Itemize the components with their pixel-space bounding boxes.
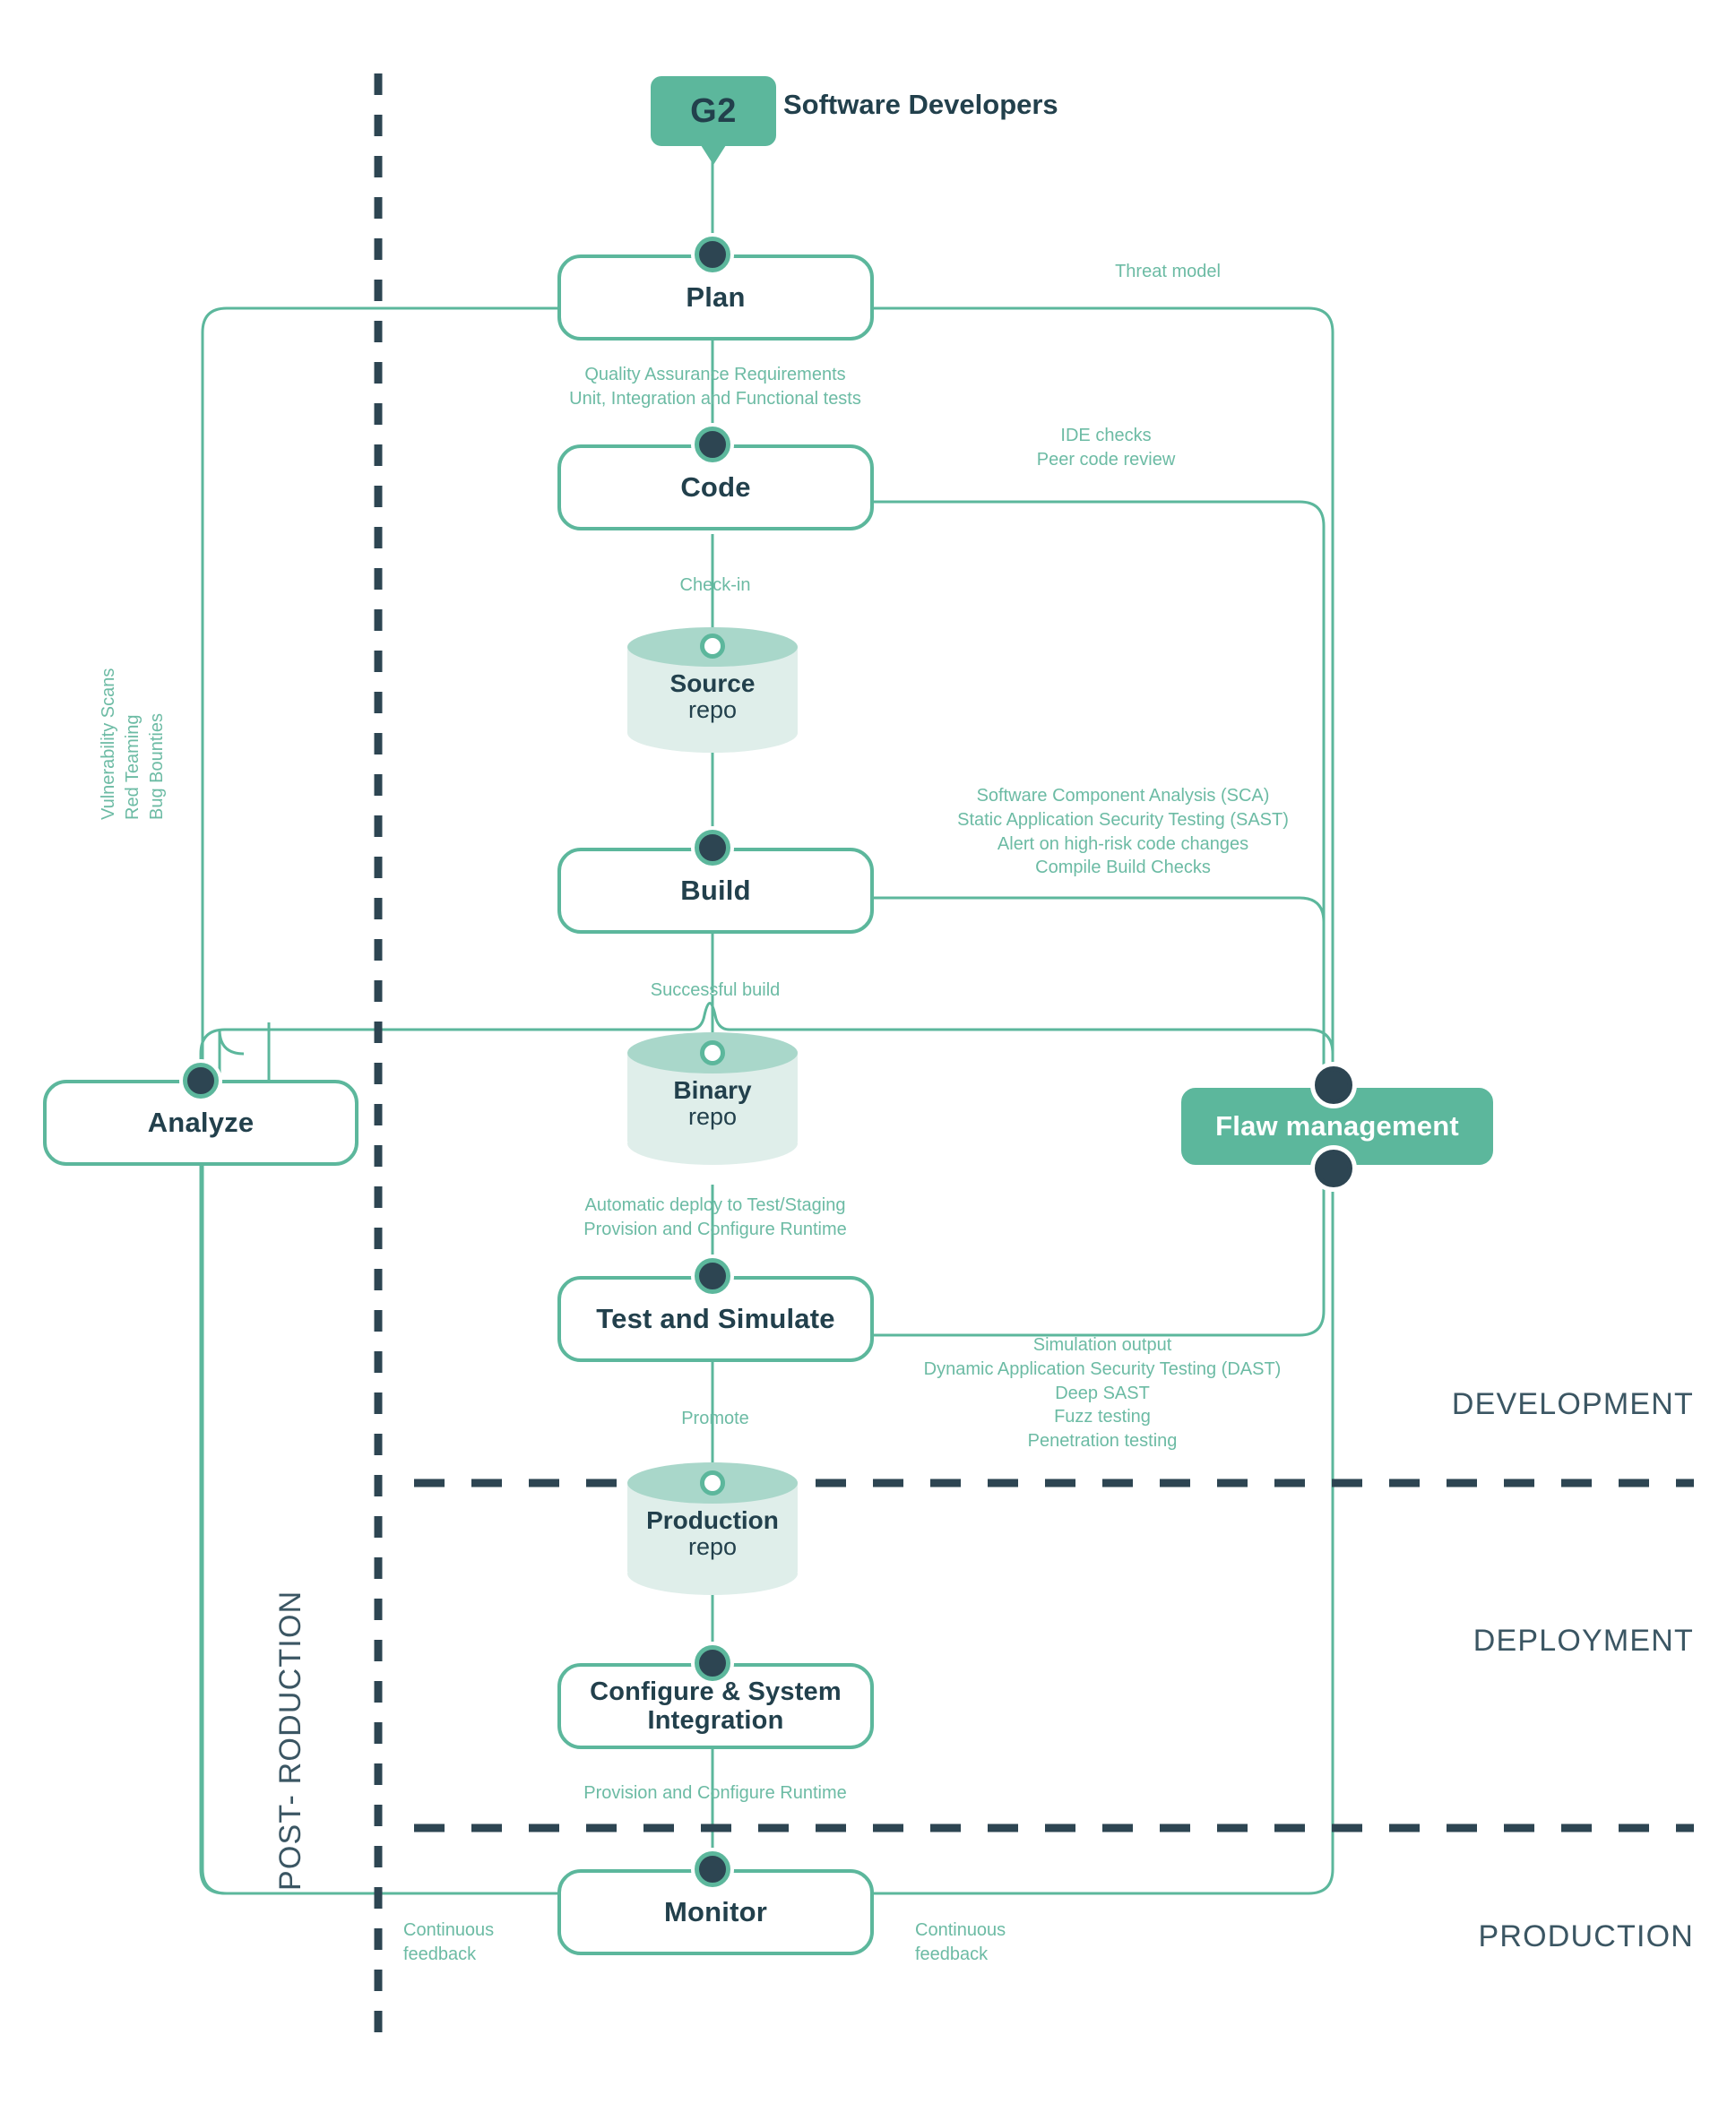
diagram-title: Software Developers [783,89,1058,120]
cylinder-binary-title: Binary [673,1076,752,1104]
node-analyze-label: Analyze [147,1106,255,1138]
node-code-label: Code [680,470,751,503]
label-post-production-vertical: POST- RODUCTION [273,1590,307,1891]
cylinder-source-sub: repo [687,696,738,724]
node-flaw-management-label: Flaw management [1215,1109,1459,1142]
cylinder-production-text: Production repo [627,1506,798,1561]
cylinder-source-port-dot [700,634,725,659]
edge-label-code-to-source: Check-in [679,575,751,595]
cylinder-production-sub: repo [687,1533,738,1561]
side-label-plan-threat-model: Threat model [1115,262,1221,281]
side-label-left-vertical: Vulnerability Scans Red Teaming Bug Boun… [99,668,167,820]
side-label-code-checks: IDE checks Peer code review [1036,426,1176,470]
cylinder-production-title: Production [646,1506,779,1534]
cylinder-source-bottom [627,713,798,753]
side-label-build-checks: Software Component Analysis (SCA) Static… [957,786,1289,878]
node-plan[interactable]: Plan [557,254,874,341]
cylinder-source-title: Source [669,669,756,697]
cylinder-source-text: Source repo [627,669,798,724]
node-plan-connector-dot [695,237,730,272]
cylinder-binary-repo[interactable]: Binary repo [627,1032,798,1165]
edge-label-monitor-feedback-left: Continuous feedback [403,1920,495,1964]
cylinder-production-port-dot [700,1470,725,1496]
node-build-label: Build [680,874,751,906]
node-monitor-connector-dot [695,1851,730,1887]
cylinder-binary-bottom [627,1122,798,1165]
cylinder-binary-port-dot [700,1040,725,1065]
node-configure-system-integration[interactable]: Configure & System Integration [557,1663,874,1749]
node-code-connector-dot [695,427,730,462]
cylinder-binary-sub: repo [687,1103,738,1131]
edge-label-test-to-production: Promote [681,1409,749,1428]
node-test-and-simulate-label: Test and Simulate [596,1302,835,1334]
node-test-connector-dot [695,1258,730,1294]
g2-badge: G2 [651,76,776,146]
stage-label-production: PRODUCTION [1478,1919,1694,1953]
edge-label-build-to-binary: Successful build [650,980,781,1000]
node-configure-label: Configure & System Integration [590,1677,842,1735]
node-plan-label: Plan [686,280,746,313]
edge-label-monitor-feedback-right: Continuous feedback [915,1920,1006,1964]
side-label-test-checks: Simulation output Dynamic Application Se… [923,1335,1282,1452]
stage-label-development: DEVELOPMENT [1451,1387,1694,1421]
node-configure-connector-dot [695,1645,730,1681]
node-analyze-connector-dot [183,1063,219,1099]
node-monitor-label: Monitor [663,1895,768,1927]
flaw-management-bottom-dot [1315,1150,1352,1187]
cylinder-production-bottom [627,1552,798,1595]
g2-badge-label: G2 [690,91,737,130]
cylinder-source-repo[interactable]: Source repo [627,627,798,753]
edge-label-configure-to-monitor: Provision and Configure Runtime [583,1783,847,1803]
node-build-connector-dot [695,830,730,866]
stage-label-deployment: DEPLOYMENT [1473,1624,1694,1658]
edge-label-binary-to-test: Automatic deploy to Test/Staging Provisi… [583,1195,847,1239]
flaw-management-top-dot [1315,1066,1352,1104]
g2-badge-tail [701,145,726,165]
cylinder-binary-text: Binary repo [627,1076,798,1131]
edge-label-plan-to-code: Quality Assurance Requirements Unit, Int… [569,365,861,409]
